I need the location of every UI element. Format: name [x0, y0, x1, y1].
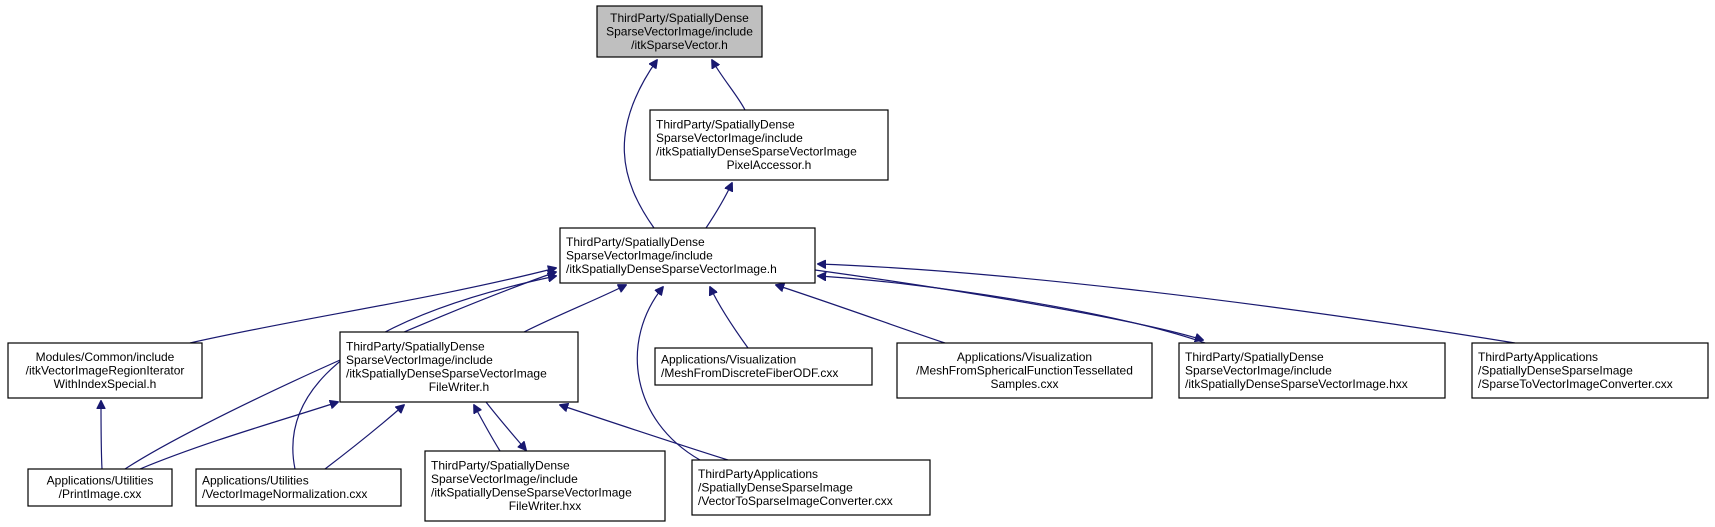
node-label-line: ThirdParty/SpatiallyDense [610, 11, 749, 25]
node-label-line: /PrintImage.cxx [59, 487, 142, 501]
node-box [424, 450, 666, 522]
node-box [195, 468, 402, 507]
edge-vec_to_sparse-to-file_writer_h [560, 405, 729, 461]
node-label-line: Applications/Utilities [202, 474, 309, 488]
node-label-line: Applications/Utilities [47, 474, 154, 488]
node-label-line: /VectorImageNormalization.cxx [202, 487, 367, 501]
node-vec_norm[interactable]: Applications/Utilities/VectorImageNormal… [195, 468, 402, 507]
node-label-line: WithIndexSpecial.h [54, 377, 157, 391]
node-mesh_spherical[interactable]: Applications/Visualization/MeshFromSpher… [896, 342, 1153, 399]
edge-vec_norm-to-file_writer_h [324, 405, 404, 470]
node-box [896, 342, 1153, 399]
node-print_image[interactable]: Applications/Utilities/PrintImage.cxx [27, 468, 173, 507]
node-label-line: /itkSpatiallyDenseSparseVectorImage.hxx [1185, 377, 1408, 391]
node-label-line: Samples.cxx [990, 377, 1058, 391]
node-label-line: SparseVectorImage/include [656, 131, 803, 145]
edge-file_writer_h-to-file_writer_hxx [485, 401, 526, 450]
edge-print_image-to-region_iter [101, 401, 102, 470]
node-box [1471, 342, 1709, 399]
edge-mesh_spherical-to-sdsvi_h [776, 285, 946, 344]
node-label-line: PixelAccessor.h [727, 158, 812, 172]
edge-sdsvi_h-to-sparse_vector [623, 60, 657, 229]
edge-sdsvi_h-to-sdsvi_hxx [814, 269, 1203, 340]
node-label-line: /SparseToVectorImageConverter.cxx [1478, 377, 1673, 391]
edge-region_iter-to-sdsvi_h [189, 268, 556, 344]
node-region_iter[interactable]: Modules/Common/include/itkVectorImageReg… [7, 342, 203, 399]
edge-print_image-to-file_writer_h [139, 402, 338, 470]
node-label-line: ThirdParty/SpatiallyDense [346, 340, 485, 354]
node-label-line: ThirdParty/SpatiallyDense [656, 118, 795, 132]
node-label-line: /MeshFromDiscreteFiberODF.cxx [661, 366, 838, 380]
node-box [596, 5, 763, 58]
node-label-line: /MeshFromSphericalFunctionTessellated [916, 363, 1133, 377]
node-label-line: SparseVectorImage/include [566, 248, 713, 262]
edge-print_image-to-sdsvi_h [124, 272, 556, 470]
node-label-line: SparseVectorImage/include [431, 472, 578, 486]
edge-vec_norm-to-sdsvi_h [292, 276, 556, 470]
node-box [27, 468, 173, 507]
node-label-line: /itkSpatiallyDenseSparseVectorImage.h [566, 262, 777, 276]
node-label-line: Applications/Visualization [957, 350, 1092, 364]
node-file_writer_h[interactable]: ThirdParty/SpatiallyDenseSparseVectorIma… [339, 331, 579, 403]
node-label-line: ThirdParty/SpatiallyDense [431, 459, 570, 473]
node-box [649, 109, 889, 181]
node-box [1178, 342, 1446, 399]
node-label-line: ThirdParty/SpatiallyDense [566, 235, 705, 249]
edge-file_writer_h-to-sdsvi_h [523, 285, 626, 333]
edge-sdsvi_h-to-pixel_accessor [705, 183, 732, 229]
node-label-line: /itkSpatiallyDenseSparseVectorImage [431, 486, 632, 500]
node-file_writer_hxx[interactable]: ThirdParty/SpatiallyDenseSparseVectorIma… [424, 450, 666, 522]
node-label-line: /SpatiallyDenseSparseImage [1478, 363, 1633, 377]
node-sdsvi_h[interactable]: ThirdParty/SpatiallyDenseSparseVectorIma… [559, 227, 816, 284]
edge-file_writer_hxx-to-file_writer_h [474, 405, 501, 452]
node-label-line: SparseVectorImage/include [346, 353, 493, 367]
node-label-line: FileWriter.h [429, 380, 489, 394]
edge-mesh_fiber-to-sdsvi_h [710, 287, 749, 349]
node-sparse_to_vec[interactable]: ThirdPartyApplications/SpatiallyDenseSpa… [1471, 342, 1709, 399]
edge-sdsvi_hxx-to-sdsvi_h [818, 276, 1206, 344]
node-mesh_fiber[interactable]: Applications/Visualization/MeshFromDiscr… [654, 347, 873, 386]
node-label-line: FileWriter.hxx [509, 499, 581, 513]
node-sparse_vector[interactable]: ThirdParty/SpatiallyDenseSparseVectorIma… [596, 5, 763, 58]
edge-pixel_accessor-to-sparse_vector [712, 60, 746, 111]
node-box [559, 227, 816, 284]
node-label-line: ThirdPartyApplications [698, 467, 818, 481]
node-label-line: SparseVectorImage/include [1185, 363, 1332, 377]
node-box [691, 459, 931, 516]
node-label-line: ThirdParty/SpatiallyDense [1185, 350, 1324, 364]
edges-layer [101, 60, 1516, 470]
node-box [7, 342, 203, 399]
node-vec_to_sparse[interactable]: ThirdPartyApplications/SpatiallyDenseSpa… [691, 459, 931, 516]
node-label-line: /itkSparseVector.h [631, 38, 728, 52]
edge-sparse_to_vec-to-sdsvi_h [818, 264, 1516, 344]
node-label-line: Applications/Visualization [661, 353, 796, 367]
node-box [654, 347, 873, 386]
node-label-line: /VectorToSparseImageConverter.cxx [698, 494, 893, 508]
node-label-line: /SpatiallyDenseSparseImage [698, 480, 853, 494]
node-pixel_accessor[interactable]: ThirdParty/SpatiallyDenseSparseVectorIma… [649, 109, 889, 181]
node-label-line: SparseVectorImage/include [606, 24, 753, 38]
node-box [339, 331, 579, 403]
node-label-line: ThirdPartyApplications [1478, 350, 1598, 364]
node-sdsvi_hxx[interactable]: ThirdParty/SpatiallyDenseSparseVectorIma… [1178, 342, 1446, 399]
nodes-layer: ThirdParty/SpatiallyDenseSparseVectorIma… [7, 5, 1709, 522]
node-label-line: /itkVectorImageRegionIterator [26, 363, 185, 377]
node-label-line: /itkSpatiallyDenseSparseVectorImage [346, 367, 547, 381]
node-label-line: Modules/Common/include [36, 350, 175, 364]
node-label-line: /itkSpatiallyDenseSparseVectorImage [656, 145, 857, 159]
